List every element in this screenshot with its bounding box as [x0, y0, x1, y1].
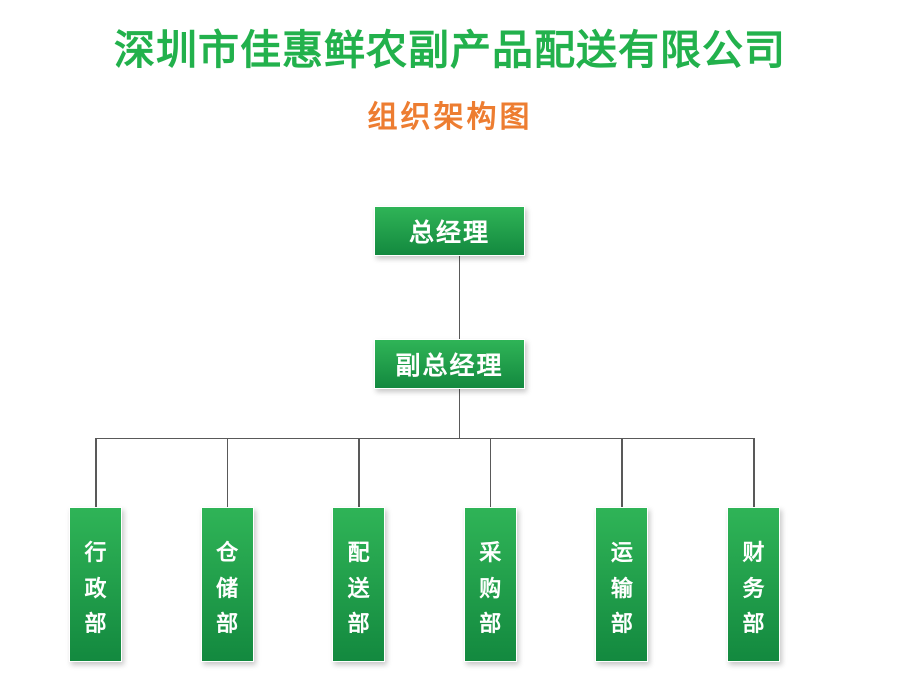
connector-drop-dept-2	[226, 438, 229, 507]
node-department-purchasing[interactable]: 采 购 部	[463, 507, 517, 662]
connector-drop-dept-5	[621, 438, 623, 507]
dept-char: 购	[479, 575, 502, 601]
connector-drop-dept-1	[95, 438, 97, 507]
dept-char: 政	[84, 575, 107, 601]
node-deputy-general-manager[interactable]: 副总经理	[374, 339, 525, 389]
dept-char: 仓	[216, 540, 239, 566]
dept-char: 采	[479, 540, 502, 566]
company-title: 深圳市佳惠鲜农副产品配送有限公司	[114, 27, 786, 73]
node-department-transportation[interactable]: 运 输 部	[595, 507, 649, 662]
dept-char: 部	[347, 611, 370, 637]
chart-subtitle: 组织架构图	[367, 101, 533, 134]
node-department-finance[interactable]: 财 务 部	[727, 507, 780, 662]
connector-dgm-stem	[458, 389, 460, 438]
node-general-manager-label: 总经理	[408, 219, 490, 247]
dept-char: 运	[610, 540, 633, 566]
dept-char: 输	[610, 575, 633, 601]
node-department-warehouse[interactable]: 仓 储 部	[200, 507, 254, 662]
dept-char: 配	[347, 540, 370, 566]
dept-char: 行	[84, 540, 107, 566]
connector-horizontal-bus	[95, 437, 753, 439]
dept-char: 部	[216, 611, 239, 637]
dept-char: 部	[610, 611, 633, 637]
node-department-administration[interactable]: 行 政 部	[69, 507, 122, 662]
node-deputy-general-manager-label: 副总经理	[395, 352, 504, 380]
connector-drop-dept-3	[358, 438, 360, 507]
dept-char: 财	[742, 540, 765, 566]
connector-drop-dept-6	[753, 438, 755, 507]
dept-char: 部	[479, 611, 502, 637]
connector-gm-to-dgm	[458, 256, 460, 339]
node-general-manager[interactable]: 总经理	[374, 206, 525, 256]
dept-char: 部	[84, 611, 107, 637]
connector-drop-dept-4	[489, 438, 492, 507]
dept-char: 部	[742, 611, 765, 637]
node-department-distribution[interactable]: 配 送 部	[332, 507, 386, 662]
dept-char: 储	[216, 575, 239, 601]
dept-char: 务	[742, 575, 765, 601]
dept-char: 送	[347, 575, 370, 601]
